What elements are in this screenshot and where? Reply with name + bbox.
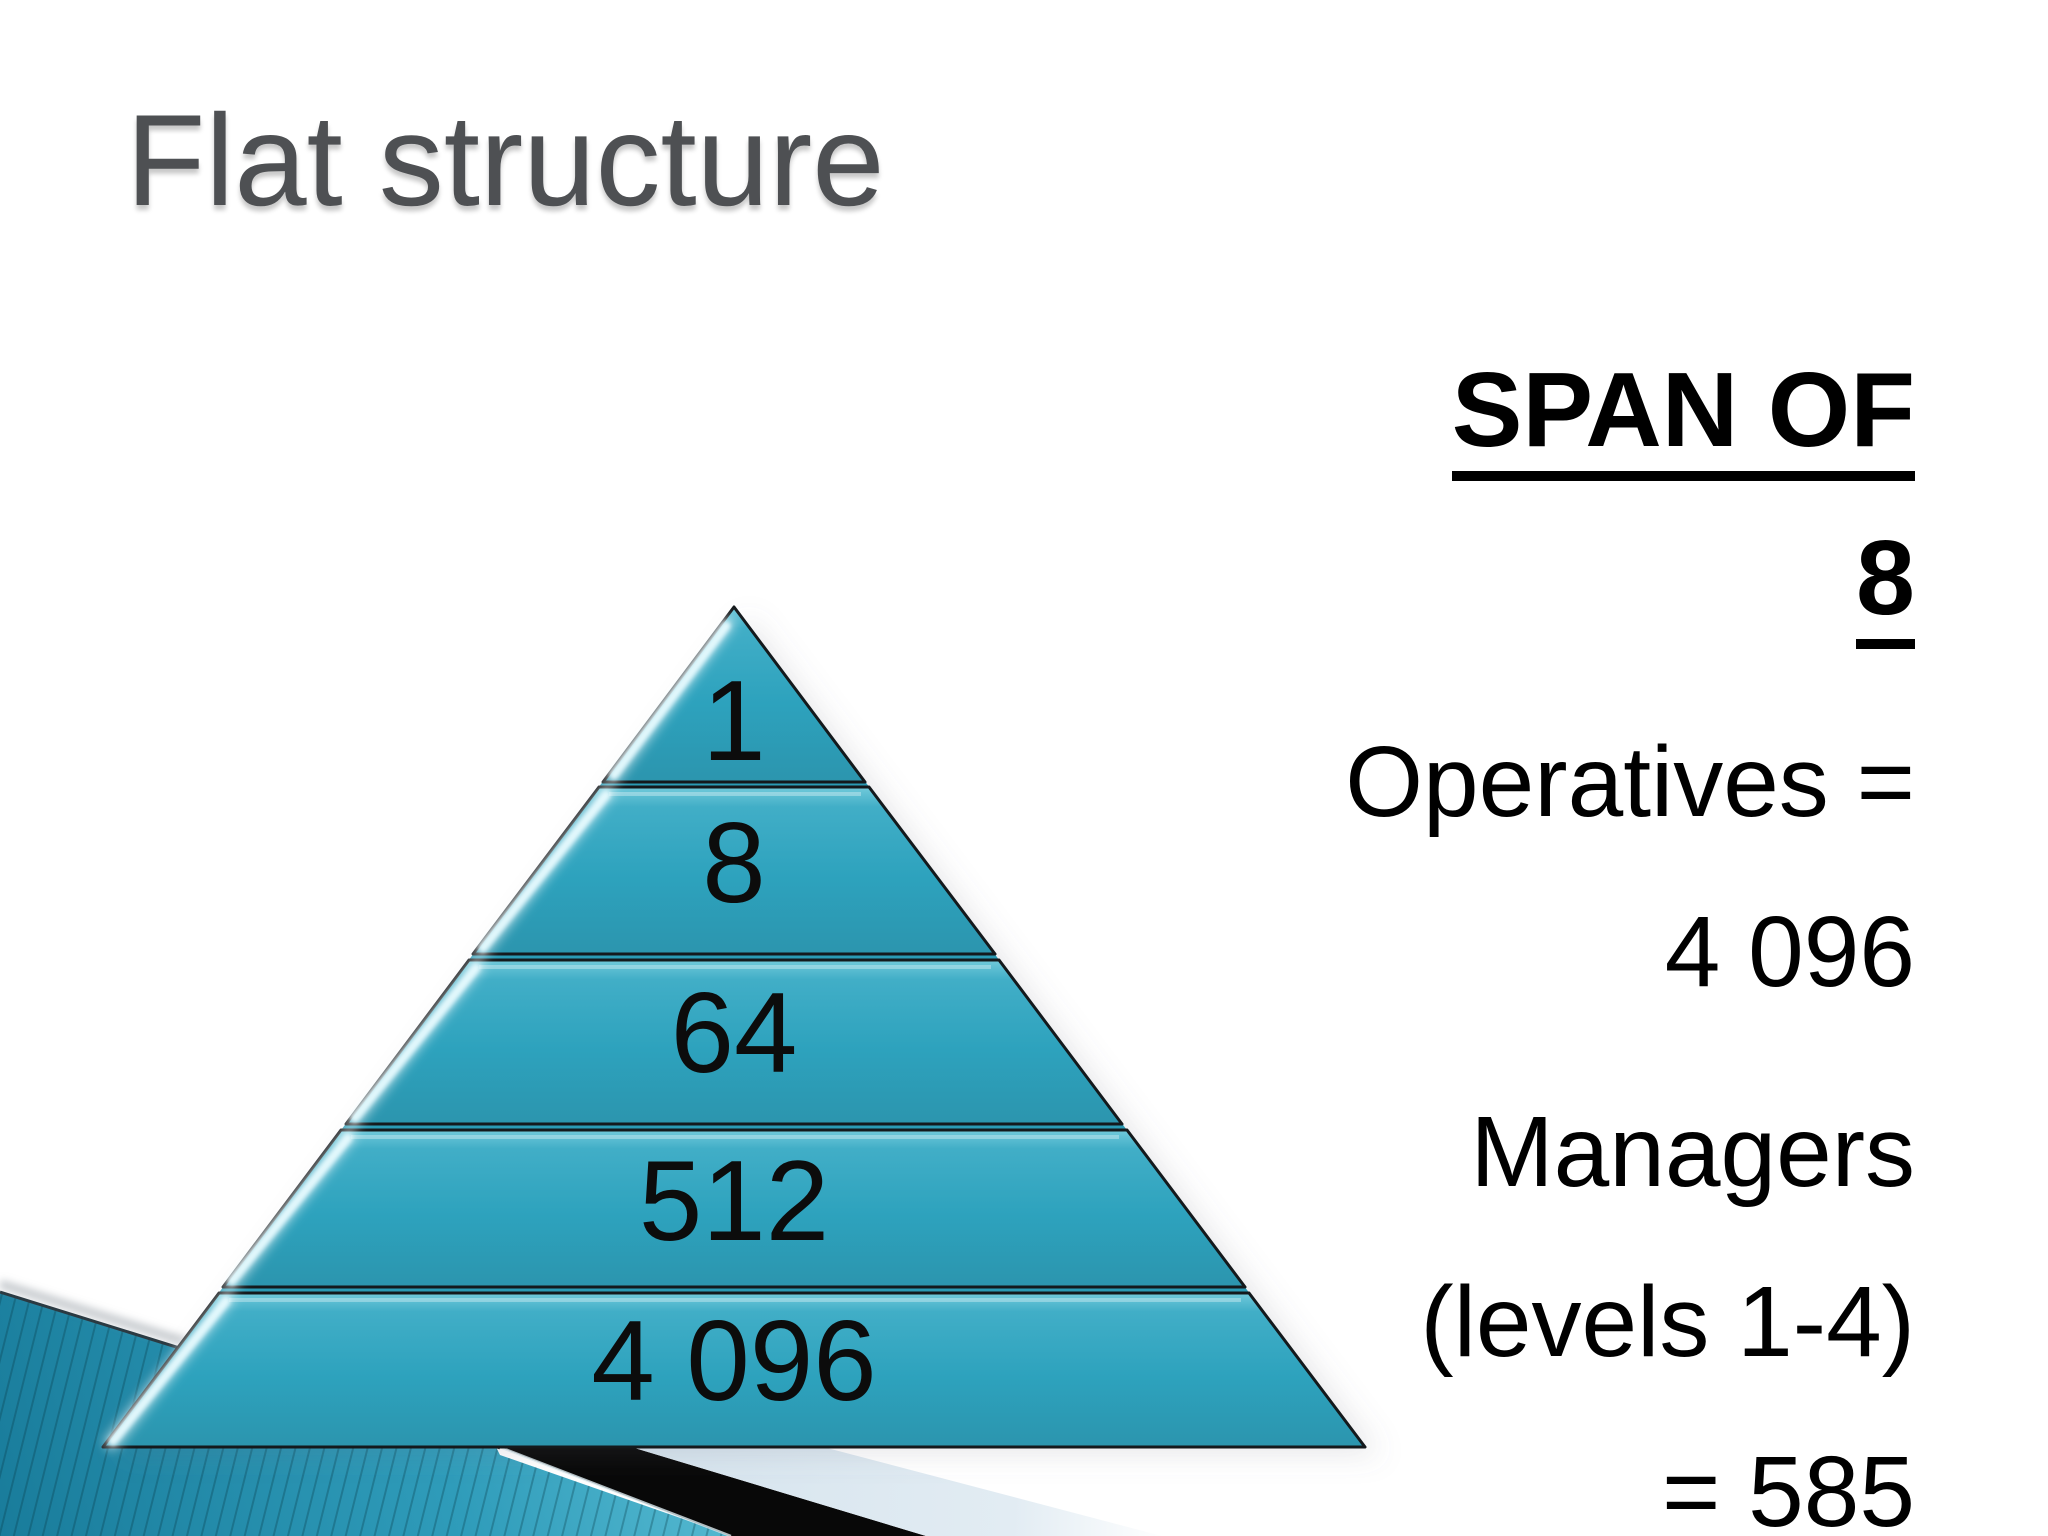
pyramid-level-4-label: 512 — [639, 1138, 829, 1265]
ice-ribbon — [618, 1443, 1162, 1536]
right-panel: SPAN OF 8 Operatives = 4 096 Managers (l… — [1015, 326, 1915, 1536]
span-of-heading: SPAN OF 8 — [1015, 326, 1915, 662]
heading-line: SPAN OF — [1015, 326, 1915, 494]
pyramid-level-1-label: 1 — [702, 658, 765, 785]
slide-title: Flat structure — [126, 87, 885, 233]
heading-line: 8 — [1015, 494, 1915, 662]
operatives-line: 4 096 — [1664, 896, 1915, 1008]
black-ribbon — [490, 1443, 926, 1536]
operatives-line: Operatives = — [1345, 726, 1915, 838]
black-ribbon-light-edge — [491, 1442, 732, 1536]
pyramid-level-3-label: 64 — [671, 970, 798, 1097]
heading-text: SPAN OF — [1451, 357, 1915, 481]
managers-line: Managers — [1470, 1096, 1915, 1208]
pyramid-level-5-label: 4 096 — [591, 1298, 876, 1425]
gloss-streaks — [103, 615, 735, 1451]
managers-line: (levels 1-4) — [1420, 1266, 1915, 1378]
pyramid-level-2-label: 8 — [702, 800, 765, 927]
bevel-highlights — [229, 792, 1241, 1302]
managers-text: Managers (levels 1-4) = 585 — [1015, 1067, 1915, 1536]
managers-line: = 585 — [1661, 1436, 1915, 1536]
heading-text: 8 — [1856, 525, 1915, 649]
operatives-text: Operatives = 4 096 — [1015, 697, 1915, 1037]
